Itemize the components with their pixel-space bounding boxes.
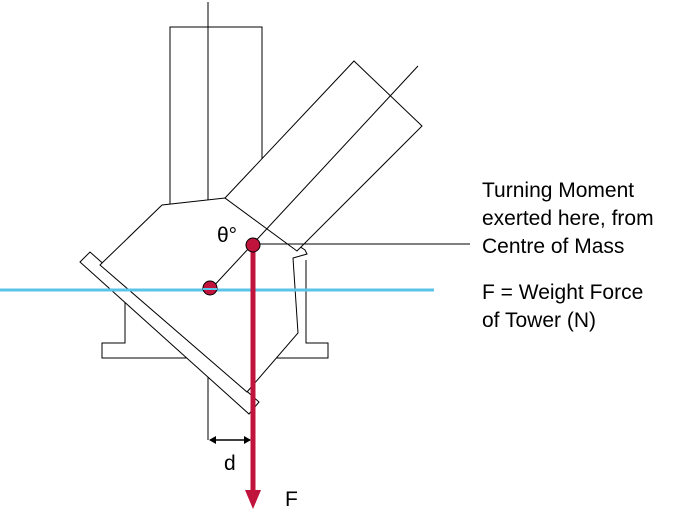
tilted-tower-axis [209, 65, 419, 291]
weight-force-arrow-head [245, 490, 261, 509]
moment-label-line-2: exerted here, from [482, 207, 654, 230]
distance-arrow-right [244, 436, 251, 444]
force-description-line-2: of Tower (N) [482, 309, 596, 332]
centre-of-mass-marker [245, 237, 261, 253]
distance-label: d [224, 452, 236, 475]
tilted-tower-shaft [224, 60, 423, 252]
moment-label-line-1: Turning Moment [482, 179, 634, 202]
force-description-line-1: F = Weight Force [482, 281, 643, 304]
force-arrow-label: F [285, 488, 298, 511]
distance-arrow-left [209, 436, 216, 444]
theta-label: θ° [217, 224, 237, 247]
upright-tower-outline [169, 26, 263, 204]
tilted-base-slab [79, 251, 260, 415]
moment-label-line-3: Centre of Mass [482, 235, 624, 258]
